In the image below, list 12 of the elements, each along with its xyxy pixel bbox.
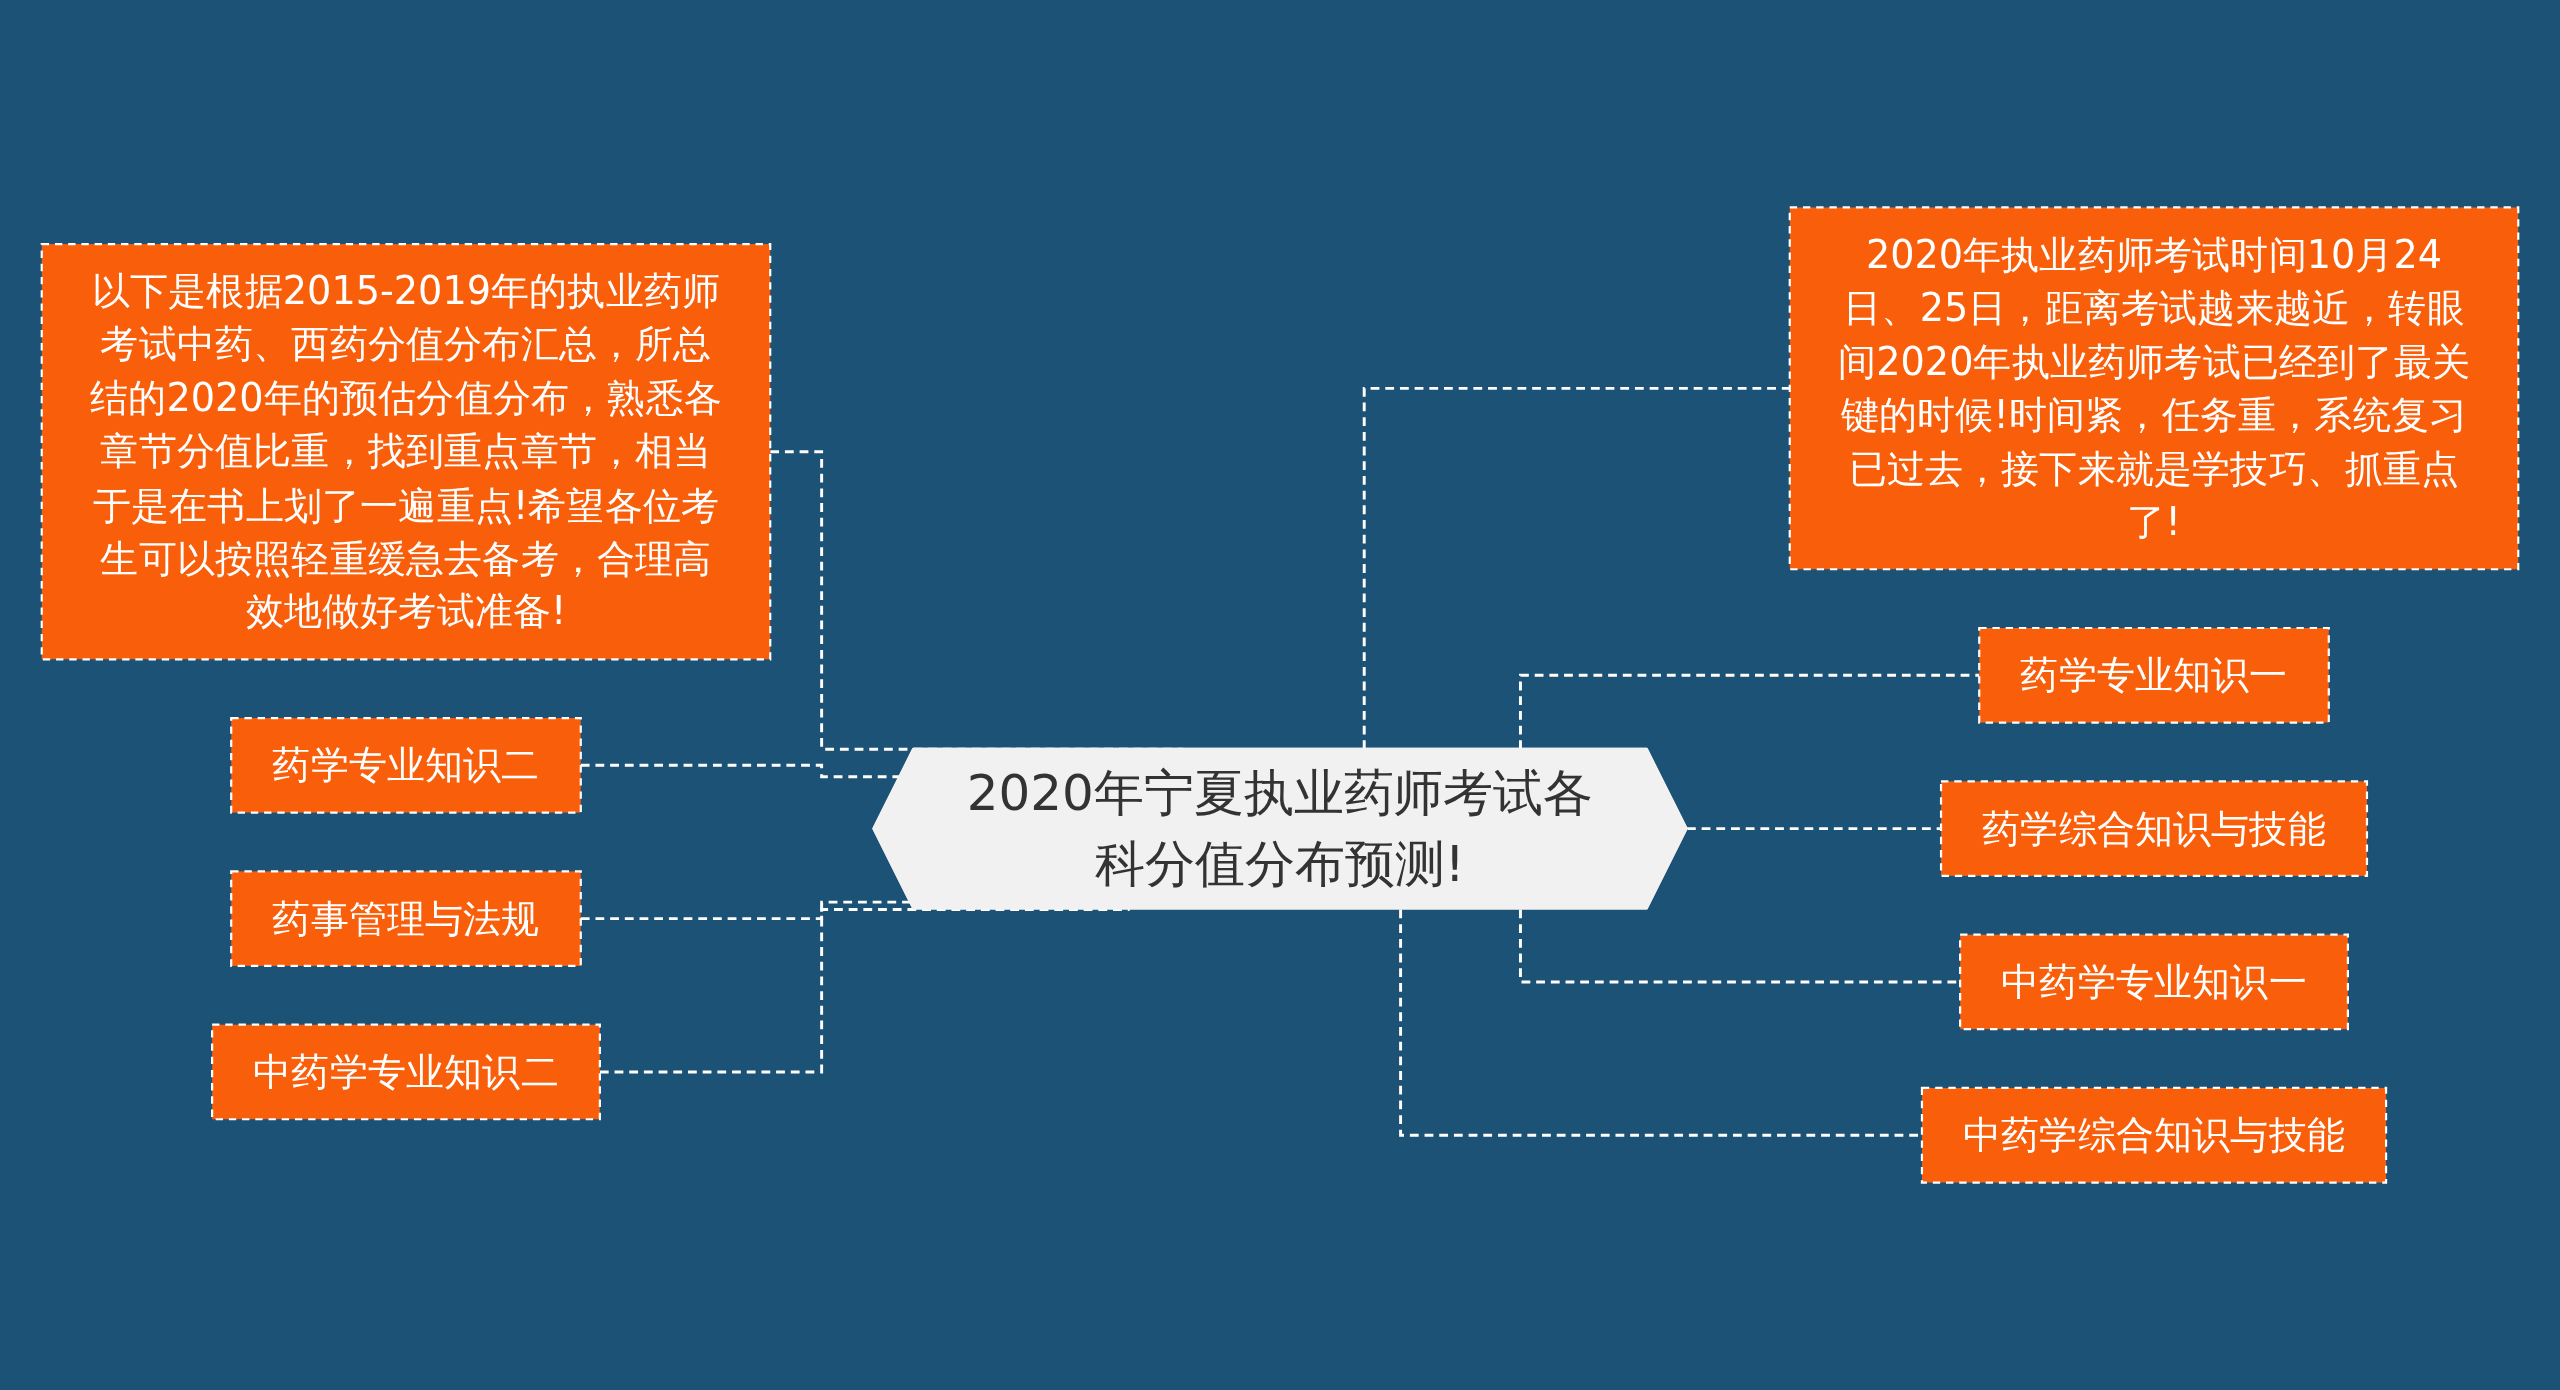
node-box: 中药学专业知识二 xyxy=(211,1023,601,1121)
node-box: 2020年执业药师考试时间10月24日、25日，距离考试越来越近，转眼间2020年执业药师考试已经到了最关键的时候!时间紧，任务重，系统复习已过去，接下来就是学技巧、抓重点了! xyxy=(1788,206,2520,571)
node-box: 以下是根据2015-2019年的执业药师考试中药、西药分值分布汇总，所总结的2020年的预估分值分布，熟悉各章节分值比重，找到重点章节，相当于是在书上划了一遍重点!希望各位考生可以按照轻重缓急去备考，合理高效地做好考试准备! xyxy=(40,242,772,661)
node-box: 药学专业知识二 xyxy=(230,716,582,814)
node-box: 药学综合知识与技能 xyxy=(1939,780,2369,877)
connector xyxy=(1362,386,1790,750)
node-box: 中药学专业知识一 xyxy=(1959,933,2349,1031)
node-box: 药事管理与法规 xyxy=(230,870,582,968)
connector xyxy=(1519,673,1980,750)
node-box: 药学专业知识一 xyxy=(1978,626,2330,724)
connector xyxy=(1686,827,1942,831)
node-box: 中药学综合知识与技能 xyxy=(1920,1086,2388,1184)
